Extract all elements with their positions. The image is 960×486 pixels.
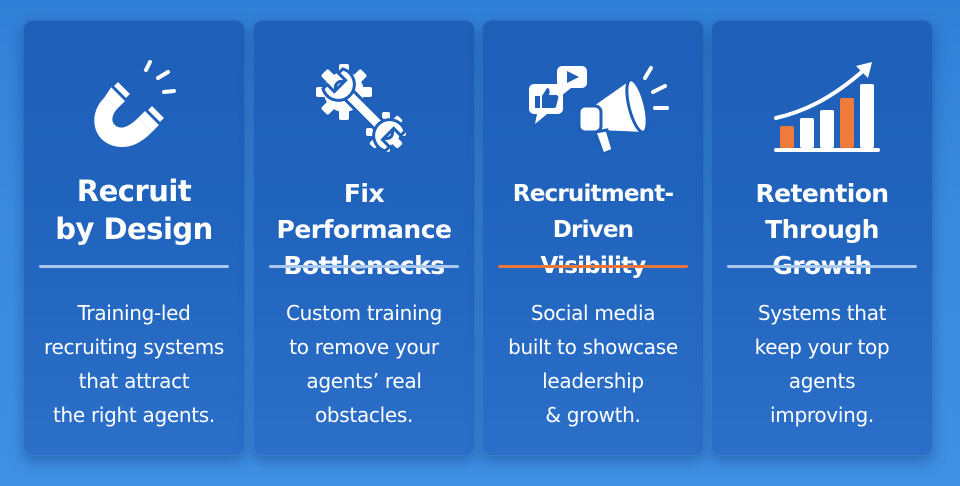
card-divider	[498, 265, 688, 268]
card-desc-line: Social media	[530, 301, 656, 325]
card-retention-through-growth: Retention Through Growth Systems that ke…	[711, 20, 933, 456]
play-bubble-icon	[557, 66, 587, 96]
growth-chart-icon	[711, 60, 933, 180]
card-desc-line: agents’ real	[306, 369, 422, 393]
card-desc-line: obstacles.	[314, 403, 414, 427]
card-title-line: by Design	[55, 212, 213, 246]
card-recruitment-driven-visibility: Recruitment-Driven Visibility Social med…	[482, 20, 704, 456]
card-title: Recruitment-Driven Visibility	[490, 176, 696, 279]
card-desc-line: agents	[788, 369, 856, 393]
card-desc-line: the right agents.	[53, 403, 215, 427]
card-desc-line: & growth.	[545, 403, 641, 427]
card-title: Retention Through Growth	[719, 176, 925, 280]
card-desc-line: built to showcase	[508, 335, 678, 359]
card-title-line: Fix Performance	[276, 179, 452, 244]
card-title: Fix Performance Bottlenecks	[261, 176, 467, 280]
card-title-line: Recruitment-Driven	[512, 181, 674, 243]
card-description: Training-led recruiting systems that att…	[31, 296, 237, 432]
card-desc-line: to remove your	[289, 335, 439, 359]
card-title-line: Recruit	[76, 174, 192, 208]
card-desc-line: keep your top	[754, 335, 890, 359]
card-title: Recruit by Design	[31, 172, 237, 268]
card-desc-line: Training-led	[77, 301, 191, 325]
card-fix-performance-bottlenecks: Fix Performance Bottlenecks Custom train…	[253, 20, 475, 456]
card-desc-line: improving.	[770, 403, 874, 427]
card-desc-line: Custom training	[286, 301, 442, 325]
card-title-line: Retention	[755, 179, 889, 208]
gear-wrench-icon	[253, 60, 475, 180]
card-description: Custom training to remove your agents’ r…	[261, 296, 467, 432]
megaphone-icon	[577, 78, 649, 156]
megaphone-social-icon	[482, 60, 704, 180]
card-title-line: Through Growth	[765, 215, 879, 280]
card-desc-line: leadership	[542, 369, 644, 393]
card-divider	[727, 265, 917, 268]
card-description: Social media built to showcase leadershi…	[490, 296, 696, 432]
card-divider	[269, 265, 459, 268]
magnet-icon	[23, 60, 245, 180]
card-desc-line: Systems that	[757, 301, 887, 325]
card-description: Systems that keep your top agents improv…	[719, 296, 925, 432]
card-recruit-by-design: Recruit by Design Training-led recruitin…	[23, 20, 245, 456]
thumbs-up-bubble-icon	[529, 84, 563, 124]
card-desc-line: that attract	[78, 369, 190, 393]
card-desc-line: recruiting systems	[44, 335, 224, 359]
card-divider	[39, 265, 229, 268]
